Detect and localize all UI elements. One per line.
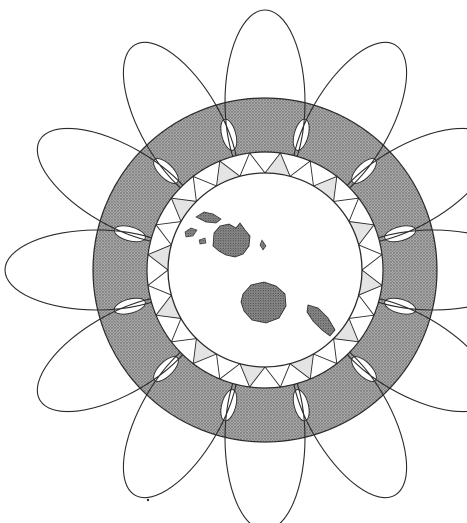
globe xyxy=(168,173,362,367)
globe-disc xyxy=(168,173,362,367)
stray-dot xyxy=(147,499,149,501)
